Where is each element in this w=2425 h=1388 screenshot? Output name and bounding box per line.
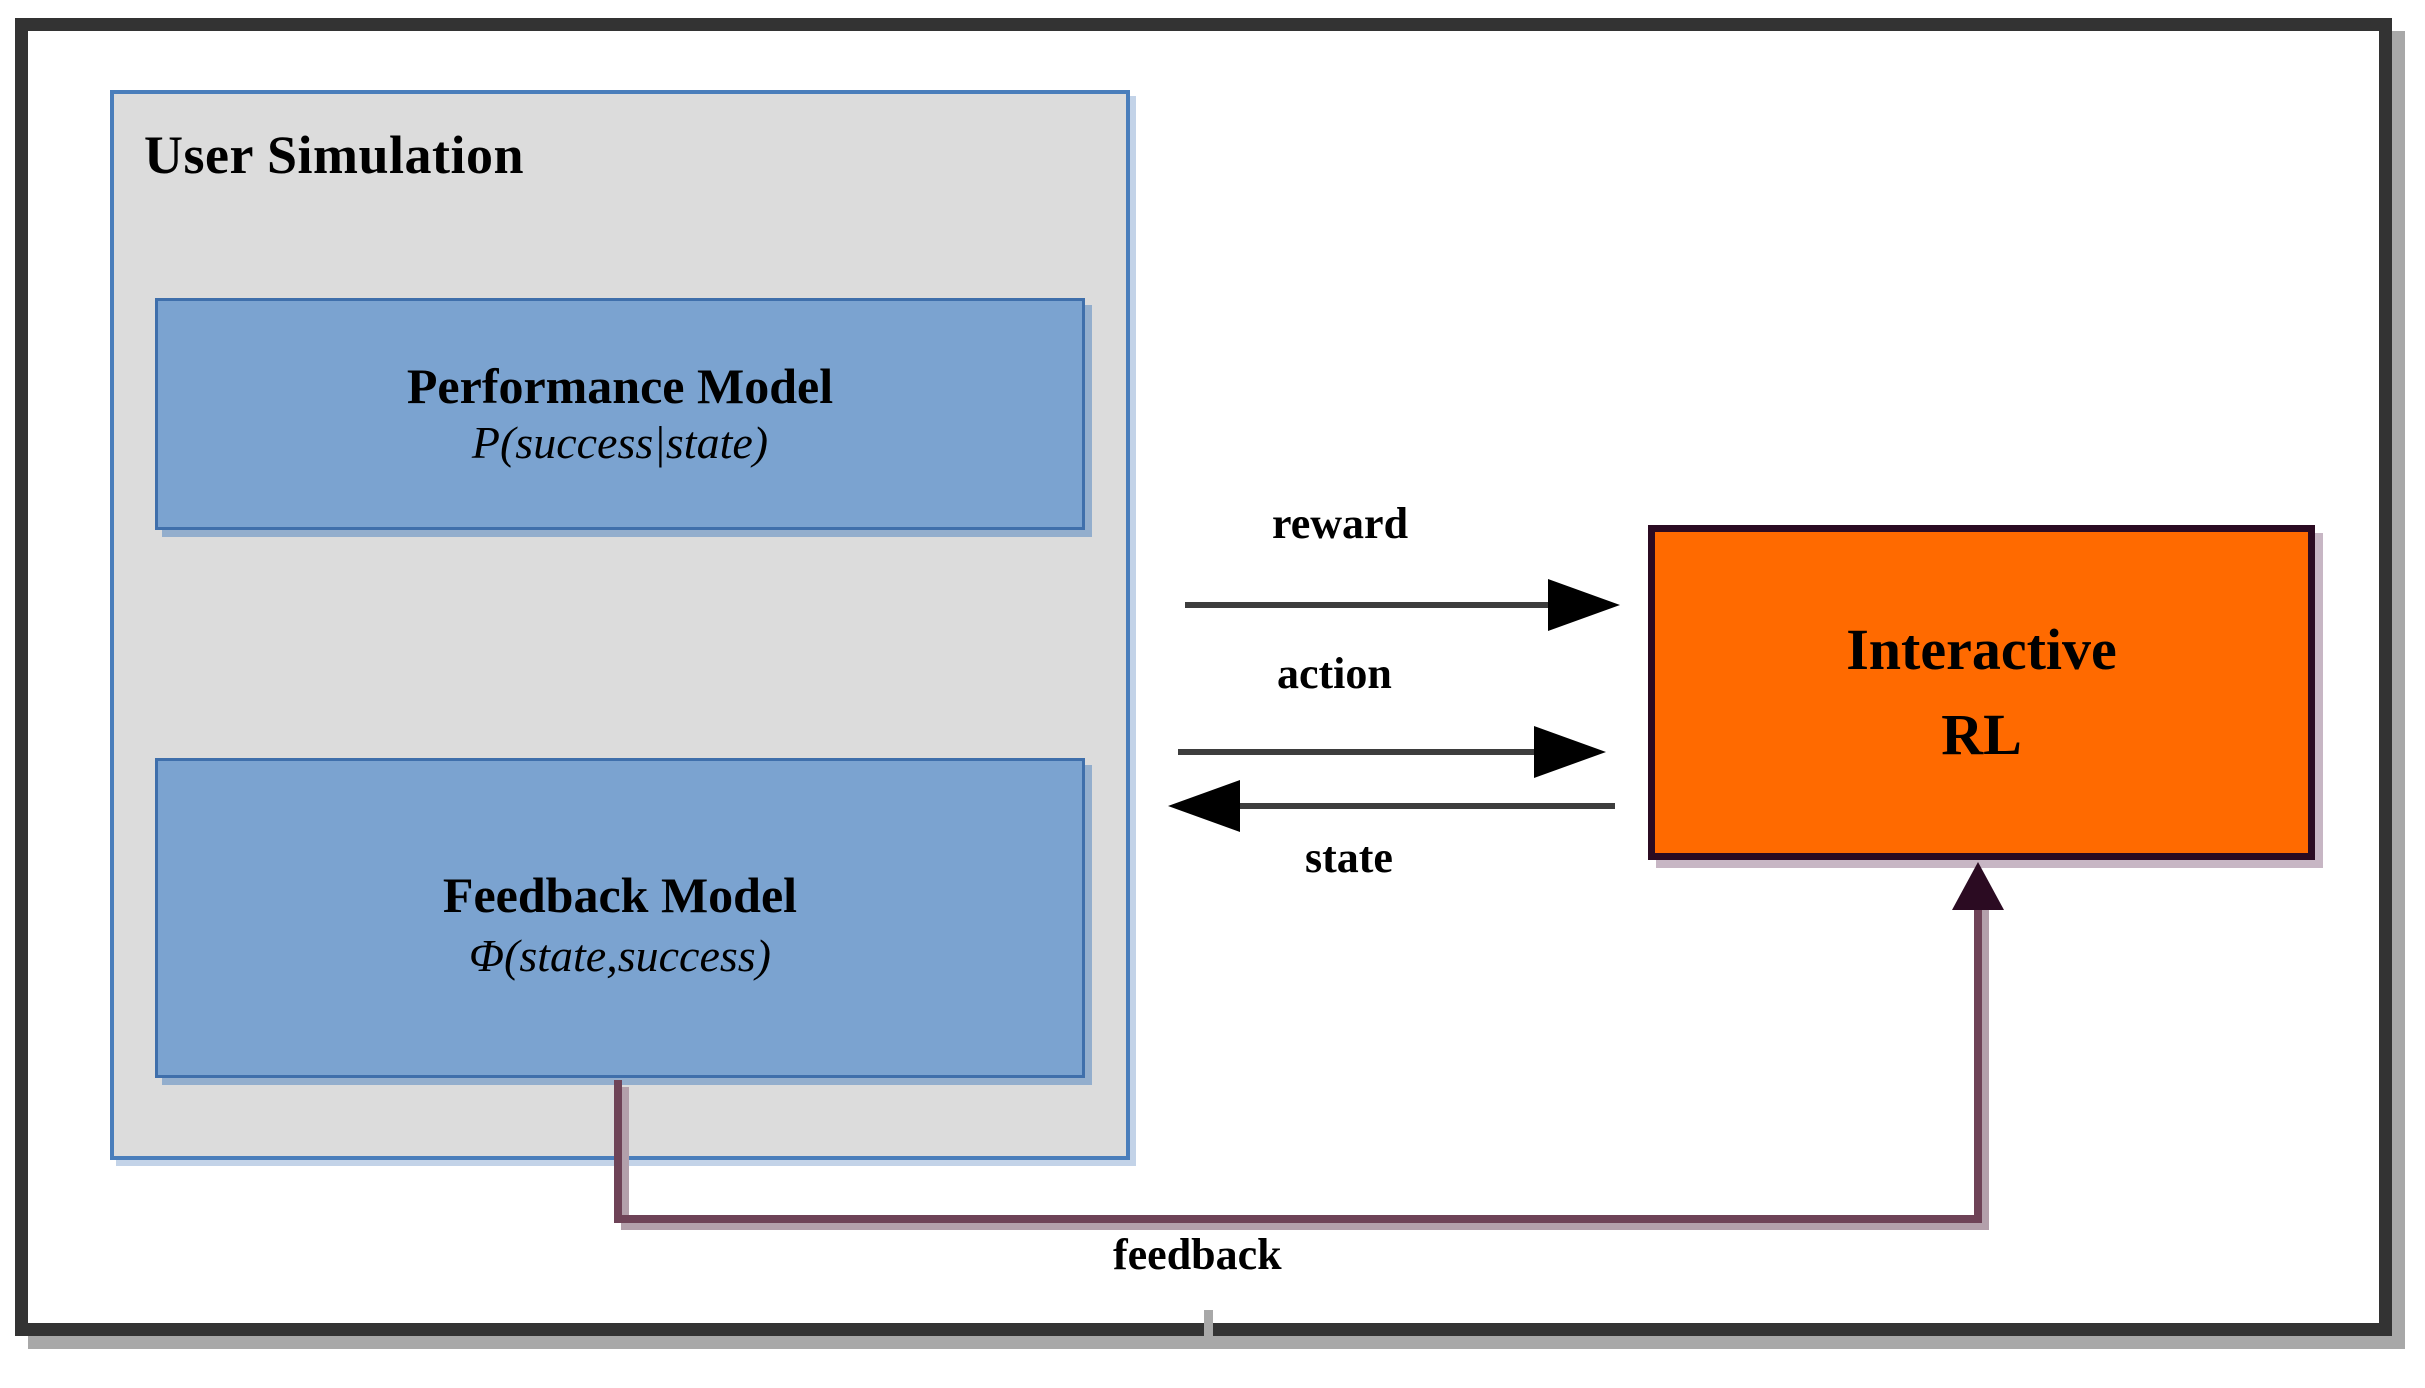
action-edge-label: action bbox=[1277, 649, 1392, 698]
performance-model-box[interactable]: Performance Model P(success|state) bbox=[155, 298, 1085, 530]
feedback-arrow-head-icon bbox=[1952, 862, 2004, 910]
performance-model-title: Performance Model bbox=[406, 358, 834, 415]
feedback-path-left-shadow bbox=[621, 1087, 629, 1222]
feedback-path-left-segment bbox=[614, 1080, 622, 1222]
user-simulation-title: User Simulation bbox=[144, 125, 525, 185]
state-arrow-shaft bbox=[1240, 803, 1615, 809]
feedback-path-right-segment bbox=[1974, 880, 1982, 1222]
frame-notch bbox=[1204, 1310, 1213, 1336]
performance-model-formula: P(success|state) bbox=[471, 417, 769, 469]
reward-arrow-shaft bbox=[1185, 602, 1550, 608]
feedback-model-box[interactable]: Feedback Model Φ(state,success) bbox=[155, 758, 1085, 1078]
feedback-model-title: Feedback Model bbox=[442, 867, 798, 924]
action-arrow-head-icon bbox=[1534, 726, 1606, 778]
reward-arrow-head-icon bbox=[1548, 579, 1620, 631]
reward-edge-label: reward bbox=[1272, 499, 1409, 548]
feedback-edge-label: feedback bbox=[1113, 1230, 1282, 1279]
action-arrow-shaft bbox=[1178, 749, 1536, 755]
state-arrow-head-icon bbox=[1168, 780, 1240, 832]
feedback-path-right-shadow bbox=[1981, 887, 1989, 1222]
interactive-rl-box[interactable]: Interactive RL bbox=[1648, 525, 2315, 860]
feedback-model-formula: Φ(state,success) bbox=[469, 930, 771, 982]
feedback-path-bottom-shadow bbox=[621, 1222, 1989, 1230]
feedback-path-bottom-segment bbox=[614, 1215, 1982, 1223]
interactive-rl-title-line-2: RL bbox=[1941, 701, 2022, 767]
interactive-rl-title-line-1: Interactive bbox=[1846, 617, 2117, 683]
state-edge-label: state bbox=[1305, 833, 1393, 882]
